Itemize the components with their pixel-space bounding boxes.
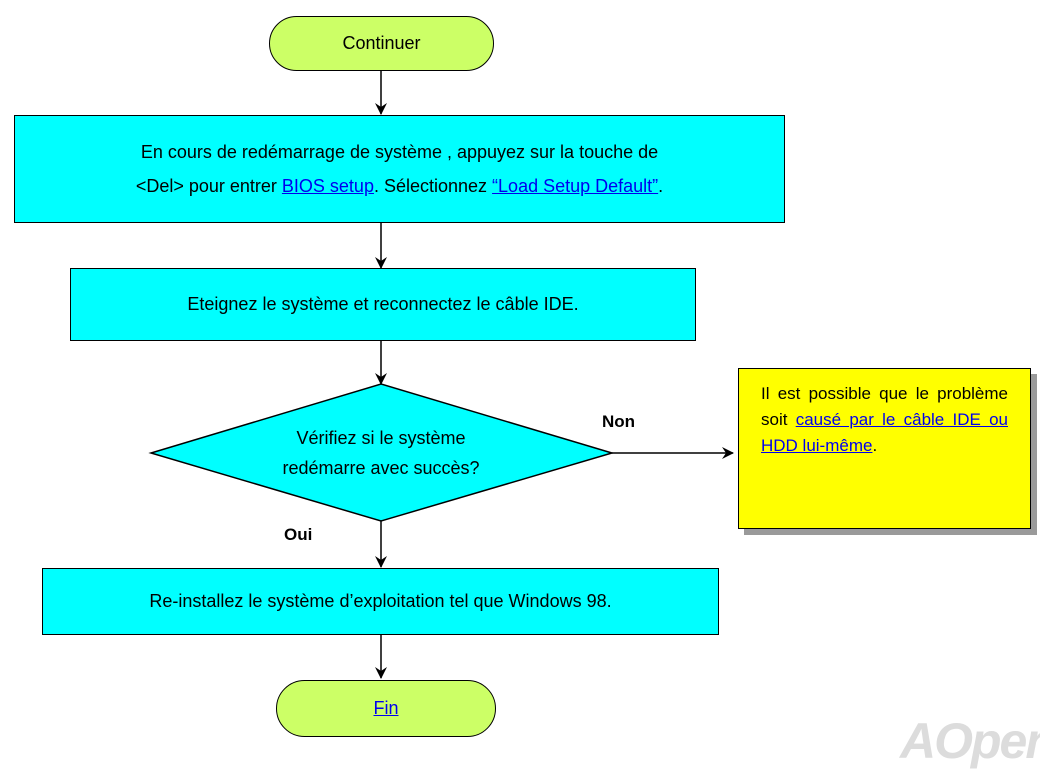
no-branch-label: Non	[602, 412, 636, 431]
decision-text: Vérifiez si le système redémarre avec su…	[231, 423, 531, 483]
aopen-logo: AOpen	[900, 713, 1040, 769]
bios-setup-link[interactable]: BIOS setup	[281, 176, 374, 196]
step-reinstall-os: Re-installez le système d’exploitation t…	[42, 568, 719, 635]
step1-line2-mid: . Sélectionnez	[373, 176, 493, 196]
cable-hdd-link[interactable]: causé par le câble IDE ou HDD lui-même	[761, 410, 1008, 455]
end-terminal: Fin	[276, 680, 496, 737]
start-label: Continuer	[342, 33, 421, 53]
decision-line2: redémarre avec succès?	[282, 458, 480, 478]
step1-line1: En cours de redémarrage de système , app…	[140, 142, 659, 162]
load-setup-default-link[interactable]: “Load Setup Default”	[492, 176, 659, 196]
step3-label: Re-installez le système d’exploitation t…	[149, 591, 612, 611]
step-restart-bios: En cours de redémarrage de système , app…	[14, 115, 785, 223]
step-reconnect-ide: Eteignez le système et reconnectez le câ…	[70, 268, 696, 341]
step1-line2-suffix: .	[658, 176, 664, 196]
step-restart-bios-text: En cours de redémarrage de système , app…	[136, 135, 663, 203]
decision-line1: Vérifiez si le système	[296, 428, 466, 448]
note-suffix: .	[872, 436, 878, 455]
decision-diamond	[148, 383, 615, 522]
yes-branch-label: Oui	[284, 525, 313, 544]
step1-line2-prefix: <Del> pour entrer	[135, 176, 282, 196]
note-box: Il est possible que le problème soit cau…	[738, 368, 1031, 529]
step2-label: Eteignez le système et reconnectez le câ…	[187, 294, 579, 314]
start-terminal: Continuer	[269, 16, 494, 71]
fin-link[interactable]: Fin	[373, 698, 399, 718]
note-text: Il est possible que le problème soit	[761, 384, 1008, 429]
